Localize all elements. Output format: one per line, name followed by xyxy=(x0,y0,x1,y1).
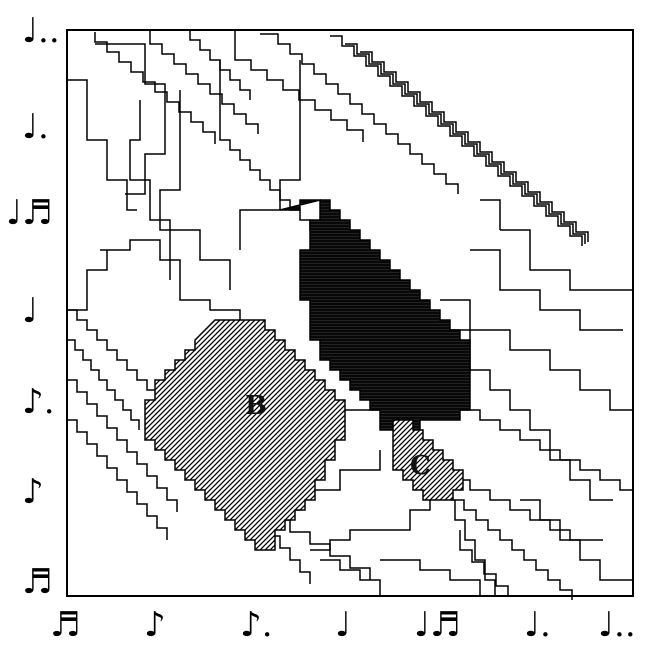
x-axis-label: ♪. xyxy=(240,605,273,645)
region-c-label: C xyxy=(410,451,431,481)
y-axis-label: ♩ xyxy=(22,291,39,331)
region-b xyxy=(144,319,346,551)
x-axis-label: ♪ xyxy=(144,605,166,645)
y-axis-label: ♩.. xyxy=(22,11,60,51)
x-axis-label: ♩. xyxy=(524,605,551,645)
y-axis-label: ♪. xyxy=(22,382,55,422)
x-axis-label: ♩.. xyxy=(598,605,636,645)
y-axis-label: ♪ xyxy=(22,472,44,512)
x-axis-label: ♩ xyxy=(335,605,352,645)
y-axis-label: ♩♬ xyxy=(6,193,53,233)
x-axis-label: ♬ xyxy=(50,605,81,645)
region-b-label: B xyxy=(245,391,267,421)
y-axis-label: ♩. xyxy=(22,107,49,147)
region-c xyxy=(392,419,464,501)
region-a xyxy=(279,199,471,431)
plot-frame xyxy=(66,29,634,597)
y-axis-label: ♬ xyxy=(22,562,53,602)
x-axis-label: ♩♬ xyxy=(414,605,461,645)
